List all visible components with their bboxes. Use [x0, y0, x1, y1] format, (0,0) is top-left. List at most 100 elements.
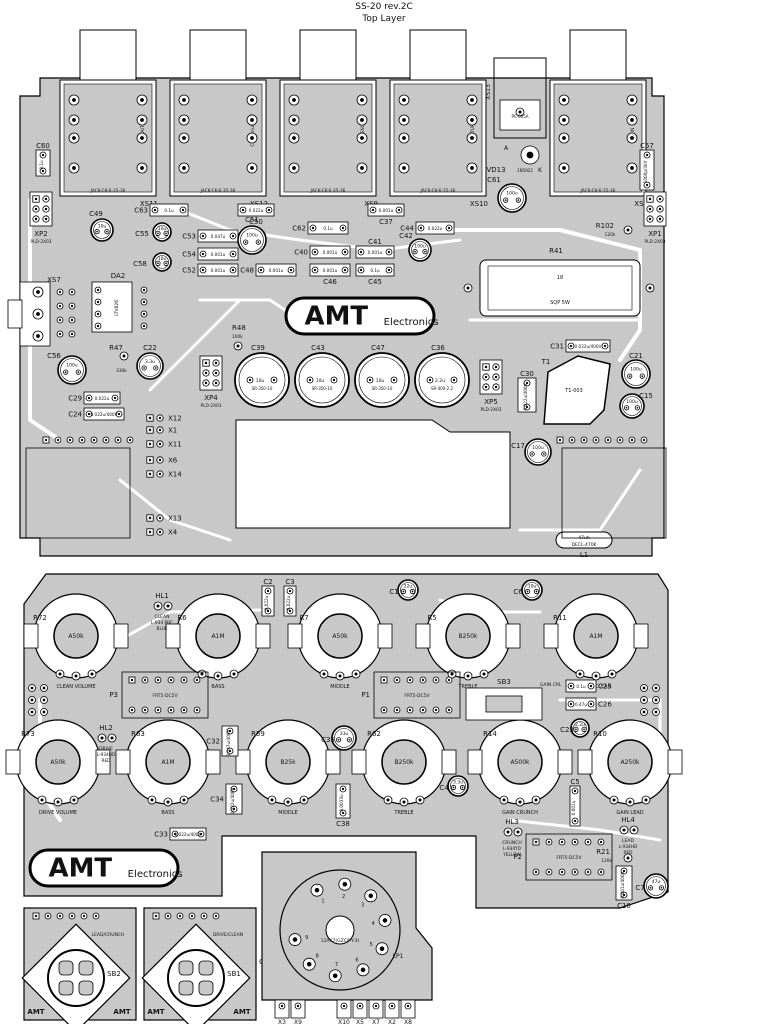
cap-c21-body	[621, 359, 651, 389]
cap-c62-pad-hole	[341, 226, 345, 230]
xs7-pad-hole	[36, 334, 40, 338]
pot-r72-shaft	[53, 613, 99, 659]
cap-c55-pad-hole	[157, 232, 159, 235]
x-conn-label-x11: X11	[168, 441, 182, 449]
cap-c61-ring	[500, 186, 524, 210]
pot-r73-lug	[5, 749, 21, 775]
cap-c25-ref: C25	[598, 683, 612, 691]
pot-r10-lug	[667, 749, 683, 775]
cap-c42-body	[408, 238, 432, 262]
cap-c21-pad-hole	[641, 375, 644, 377]
xp2-pin-hole	[44, 217, 48, 221]
x-conn-label-x14: X14	[168, 471, 182, 479]
led-hl3-color: YELLOW	[502, 852, 521, 858]
cap-c49-ring	[93, 221, 111, 239]
pot-r7-pin-hole	[322, 672, 326, 676]
led-hl3-ref: HL3	[505, 818, 519, 826]
x-conn-label-x6: X6	[168, 457, 178, 465]
pot-r14-pin-hole	[534, 798, 538, 802]
socket-conn-pin-hole	[280, 1004, 284, 1008]
xp1-pin-hole	[648, 217, 652, 221]
switch-board-sb2-pin-hole	[34, 914, 38, 918]
l1-part: DECL-470K	[571, 542, 597, 548]
cap-c1-pad-hole	[402, 590, 405, 593]
sb3-slider	[485, 695, 523, 713]
relay-p2-pin-hole	[547, 870, 551, 874]
cap-c2-pad-hole	[266, 589, 270, 593]
cap-c36-ring	[418, 356, 466, 404]
socket-center	[325, 915, 355, 945]
jack-type-label: JACK-CK-6-35-36	[90, 188, 126, 194]
cap-c34-body	[225, 783, 243, 815]
cap-c48-pad-hole	[289, 268, 293, 272]
pin-block-hole	[642, 710, 646, 714]
jack-pad-hole	[182, 136, 186, 140]
socket-pin-hole	[342, 881, 348, 887]
socket-pin-label-7: 7	[335, 962, 338, 968]
led-hl3-part: L-934YD	[503, 846, 522, 852]
trace	[508, 818, 662, 842]
cap-c38-value: 0.0033u	[339, 794, 344, 812]
switch-board-sb1-contact	[198, 960, 214, 976]
cap-c7-ref: C7	[635, 884, 644, 892]
cap-c56-ref: C56	[47, 352, 61, 360]
xs7-pin-hole	[70, 290, 74, 294]
pin-block-hole	[30, 686, 34, 690]
relay-p1-pin-hole	[434, 708, 438, 712]
pot-r7-pin-hole	[354, 672, 358, 676]
cap-c22-pad-hole	[143, 367, 145, 369]
jack-type-label: JACK-CK-6-35-36	[580, 188, 616, 194]
cap-c25-pad-hole	[569, 684, 573, 688]
vd13-ref: VD13	[486, 166, 505, 174]
relay-p3-pin-hole	[156, 708, 160, 712]
cap-c26-ref: C26	[598, 701, 612, 709]
relay-p3-pin-hole	[169, 678, 173, 682]
cap-c34-pad-hole	[232, 807, 236, 811]
xp2-pin-hole	[34, 217, 38, 221]
pot-r11-ref: R11	[553, 614, 567, 622]
cap-c45-pad-hole	[387, 268, 391, 272]
relay-p3-pin-hole	[169, 708, 173, 712]
cap-c4-ref: C4	[439, 784, 449, 792]
socket-conn-pin-hole	[374, 1004, 378, 1008]
jack-pad-hole	[562, 166, 566, 170]
cap-c40-pad-hole	[313, 250, 317, 254]
cap-c10-pad-hole	[622, 869, 626, 873]
x-conn-label-x4: X4	[168, 529, 178, 537]
x-conn-label-x12: X12	[168, 415, 182, 423]
led-hl1-pad-hole	[166, 604, 170, 608]
cap-c6-pad-hole	[535, 590, 538, 593]
cap-c4-value: 3.3u	[453, 780, 463, 786]
socket-pin-label-8: 8	[316, 953, 319, 959]
pot-r62-value: B250k	[394, 759, 414, 766]
cap-c24-pad-hole	[87, 412, 91, 416]
xs13-pad-hole	[518, 110, 522, 114]
cap-c7-pad-hole	[660, 886, 663, 889]
cap-c41-body	[355, 245, 395, 259]
r41-value: 18	[557, 275, 563, 281]
cap-c57-pad-hole	[645, 183, 649, 187]
xs7-pin-hole	[70, 304, 74, 308]
t1-body	[543, 355, 611, 425]
jack-signal-label: Cab-Emul-OUT	[250, 113, 256, 146]
cap-c63-body	[149, 203, 189, 217]
cap-c17-pad-hole	[543, 453, 545, 455]
relay-p3-pin-hole	[130, 708, 134, 712]
jack-pad-hole	[292, 136, 296, 140]
cap-c58-pad-hole	[157, 262, 159, 265]
pot-r5-value: B250k	[458, 633, 478, 640]
relay-p1-pin-hole	[395, 678, 399, 682]
da2-pin-hole	[142, 300, 146, 304]
socket-conn-pin-hole	[406, 1004, 410, 1008]
top-cutout	[235, 419, 511, 529]
led-hl2-pad-hole	[100, 736, 104, 740]
relay-p3-pin-hole	[195, 678, 199, 682]
pot-r63-shaft	[145, 739, 191, 785]
cap-c58-value: 10u	[158, 256, 167, 262]
x-conn-pin-hole	[158, 416, 162, 420]
socket-pin-label-5: 5	[369, 942, 372, 948]
cap-c36-pad-hole	[452, 378, 456, 382]
cap-c49-pad-hole	[96, 230, 98, 233]
cap-c32-ref: C32	[206, 738, 220, 746]
relay-p2-pin-hole	[547, 840, 551, 844]
